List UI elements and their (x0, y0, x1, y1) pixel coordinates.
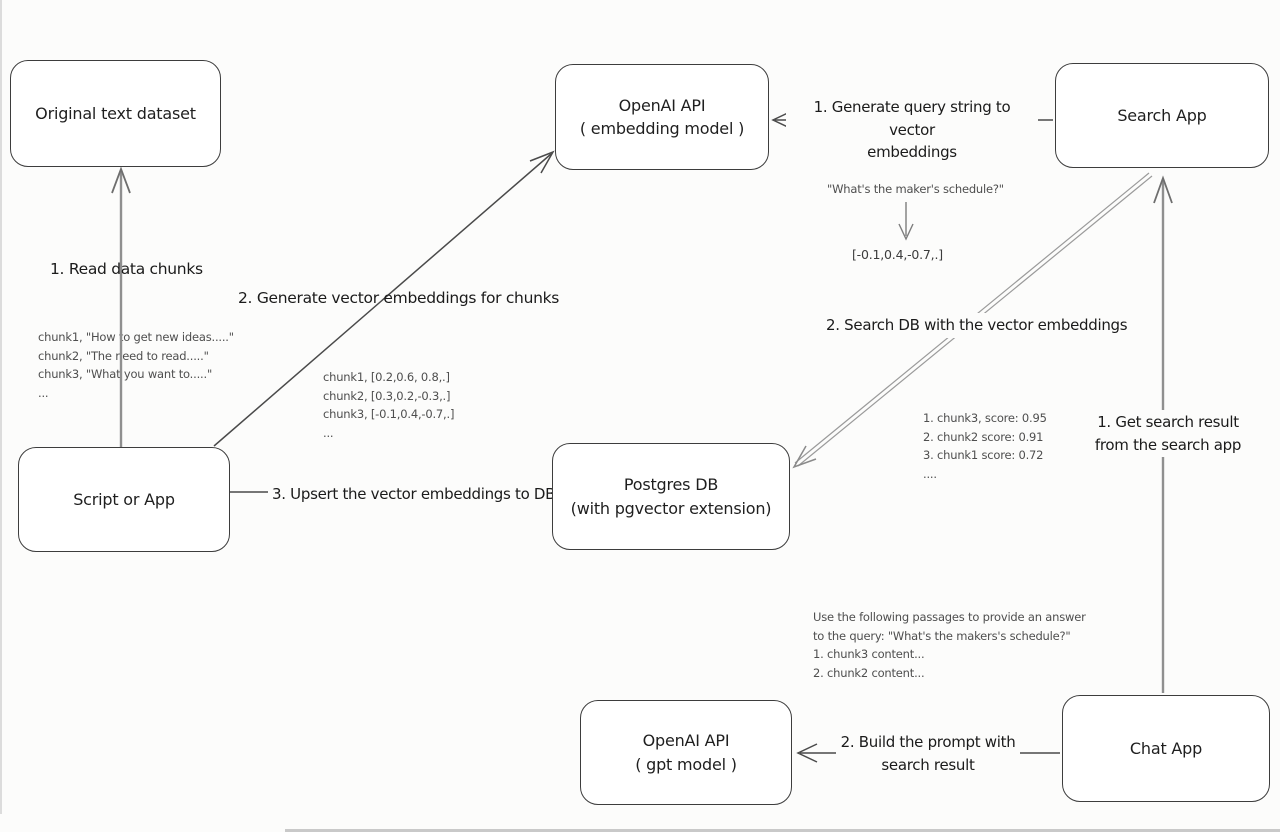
note-line: chunk2, "The need to read....." (38, 348, 209, 363)
note-chunk-vectors: chunk1, [0.2,0.6, 0.8,.] chunk2, [0.3,0.… (323, 368, 454, 443)
arrow-generate-embeddings (213, 150, 555, 447)
note-line: .... (923, 466, 937, 481)
note-query-string: "What's the maker's schedule?" (827, 182, 1004, 196)
label-query-to-vector: 1. Generate query string to vector embed… (786, 95, 1038, 165)
label-upsert-to-db: 3. Upsert the vector embeddings to DB (268, 482, 560, 507)
note-search-scores: 1. chunk3, score: 0.95 2. chunk2 score: … (923, 409, 1047, 484)
note-line: 1. chunk3 content... (813, 647, 925, 662)
note-line: 2. chunk2 score: 0.91 (923, 429, 1044, 444)
label-get-search-result: 1. Get search result from the search app (1080, 410, 1256, 457)
node-label: Script or App (73, 489, 175, 509)
note-line: 1. chunk3, score: 0.95 (923, 411, 1047, 425)
node-label: OpenAI API (618, 95, 706, 115)
page-bottom-edge (285, 829, 1280, 832)
node-label: OpenAI API (642, 731, 730, 751)
label-build-prompt: 2. Build the prompt with search result (836, 730, 1020, 777)
note-prompt: Use the following passages to provide an… (813, 608, 1086, 683)
node-original-text-dataset: Original text dataset (10, 60, 221, 167)
label-read-data-chunks: 1. Read data chunks (50, 260, 203, 278)
note-line: chunk3, [-0.1,0.4,-0.7,.] (323, 407, 455, 422)
node-openai-gpt: OpenAI API ( gpt model ) (580, 700, 792, 805)
note-query-vector: [-0.1,0.4,-0.7,.] (852, 247, 943, 262)
node-script-or-app: Script or App (18, 447, 230, 552)
page-left-edge (0, 0, 2, 814)
label-search-db: 2. Search DB with the vector embeddings (822, 313, 1132, 338)
note-line: to the query: "What's the makers's sched… (813, 628, 1071, 643)
note-line: 2. chunk2 content... (813, 665, 925, 680)
note-line: chunk1, [0.2,0.6, 0.8,.] (323, 370, 450, 384)
arrow-read-data-chunks (111, 166, 131, 447)
note-line: chunk2, [0.3,0.2,-0.3,.] (323, 388, 451, 403)
label-generate-embeddings: 2. Generate vector embeddings for chunks (238, 289, 560, 307)
node-label: Search App (1117, 105, 1207, 125)
node-sublabel: ( embedding model ) (579, 119, 745, 138)
note-line: chunk1, "How to get new ideas....." (38, 330, 234, 344)
node-chat-app: Chat App (1062, 695, 1270, 802)
note-line: chunk3, "What you want to....." (38, 367, 213, 382)
note-chunk-texts: chunk1, "How to get new ideas....." chun… (38, 328, 234, 403)
node-sublabel: (with pgvector extension) (570, 498, 772, 518)
node-label: Postgres DB (623, 475, 719, 495)
note-line: ... (323, 425, 334, 440)
node-search-app: Search App (1055, 63, 1269, 168)
node-openai-embedding: OpenAI API ( embedding model ) (555, 64, 769, 170)
note-line: Use the following passages to provide an… (813, 610, 1086, 624)
node-label: Original text dataset (35, 103, 196, 123)
node-label: Chat App (1129, 738, 1203, 758)
note-line: 3. chunk1 score: 0.72 (923, 448, 1044, 463)
node-postgres-db: Postgres DB (with pgvector extension) (552, 443, 790, 550)
node-sublabel: ( gpt model ) (635, 754, 737, 774)
arrow-query-down (898, 202, 914, 241)
note-line: ... (38, 385, 49, 400)
